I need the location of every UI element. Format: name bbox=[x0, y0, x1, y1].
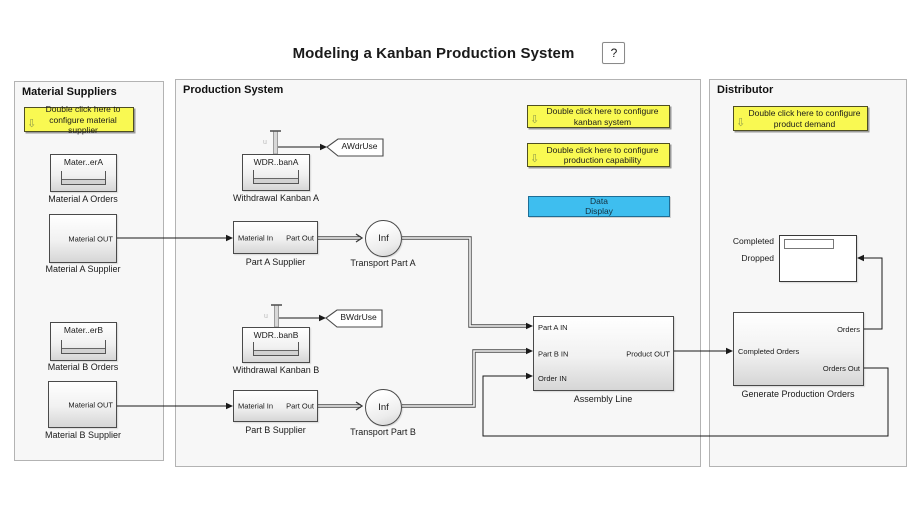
block-caption: Part B Supplier bbox=[245, 425, 306, 435]
port-material-in: Material In bbox=[238, 233, 274, 242]
block-caption: Material A Supplier bbox=[45, 264, 121, 274]
port-material-in: Material In bbox=[238, 401, 274, 411]
arrowhead bbox=[320, 143, 327, 151]
model-title-row: Modeling a Kanban Production System ? bbox=[0, 42, 918, 64]
block-withdrawal-kanban-b[interactable]: WDR..banB bbox=[242, 327, 310, 363]
queue-icon bbox=[253, 170, 299, 184]
block-data-display[interactable]: Data Display bbox=[528, 196, 670, 217]
block-title: Mater..erB bbox=[63, 325, 104, 335]
probe-port-label: u bbox=[263, 139, 267, 146]
block-caption: Withdrawal Kanban B bbox=[232, 365, 320, 375]
port-part-a-in: Part A IN bbox=[538, 323, 568, 332]
port-part-b-in: Part B IN bbox=[538, 349, 569, 358]
port-material-out: Material OUT bbox=[68, 234, 113, 243]
block-material-a-orders[interactable]: Mater..erA bbox=[50, 154, 117, 192]
block-caption: Withdrawal Kanban A bbox=[232, 193, 320, 203]
down-arrow-icon: ⇩ bbox=[530, 153, 540, 166]
port-orders-out: Orders Out bbox=[822, 364, 860, 373]
block-generate-production-orders[interactable]: Orders Completed Orders Orders Out bbox=[733, 312, 864, 386]
probe-port-label: u bbox=[264, 313, 268, 320]
panel-header: Material Suppliers bbox=[22, 86, 117, 98]
note-configure-material-supplier[interactable]: ⇩ Double click here to configure materia… bbox=[24, 104, 134, 135]
down-arrow-icon: ⇩ bbox=[27, 118, 37, 131]
page-title: Modeling a Kanban Production System bbox=[292, 44, 575, 62]
port-part-out: Part Out bbox=[286, 233, 314, 242]
goto-tag-bwdruse-shape bbox=[325, 309, 383, 328]
wire-ordersout-feedback bbox=[482, 367, 889, 437]
help-button[interactable]: ? bbox=[602, 42, 626, 64]
block-caption: Assembly Line bbox=[573, 394, 633, 404]
arrowhead bbox=[226, 402, 233, 410]
block-caption: Transport Part A bbox=[350, 258, 416, 268]
wire-orders-to-scope bbox=[864, 257, 883, 330]
arrowhead bbox=[526, 372, 533, 380]
queue-icon bbox=[253, 342, 299, 356]
data-display-line2: Display bbox=[585, 205, 613, 216]
block-caption: Material B Supplier bbox=[44, 430, 122, 440]
block-part-a-supplier[interactable]: Material In Part Out bbox=[233, 221, 318, 254]
queue-icon bbox=[61, 340, 106, 354]
block-material-a-supplier[interactable]: Material OUT bbox=[49, 214, 117, 263]
block-assembly-line[interactable]: Part A IN Part B IN Order IN Product OUT bbox=[533, 316, 674, 391]
arrowhead bbox=[526, 322, 533, 330]
block-caption: Generate Production Orders bbox=[741, 389, 855, 399]
note-configure-product-demand[interactable]: ⇩ Double click here to configure product… bbox=[733, 106, 868, 131]
goto-tag-awdruse[interactable]: AWdrUse bbox=[341, 141, 378, 151]
transport-capacity: Inf bbox=[378, 233, 389, 244]
entity-core bbox=[402, 237, 526, 327]
block-part-b-supplier[interactable]: Material In Part Out bbox=[233, 390, 318, 422]
entity-arrow-icon bbox=[355, 401, 364, 411]
port-order-in: Order IN bbox=[538, 374, 567, 383]
scope-signal-dropped: Dropped bbox=[741, 253, 774, 263]
block-title: WDR..banA bbox=[253, 157, 299, 167]
panel-header: Distributor bbox=[717, 84, 774, 96]
block-caption: Material A Orders bbox=[48, 194, 118, 204]
port-material-out: Material OUT bbox=[68, 400, 113, 409]
port-product-out: Product OUT bbox=[626, 349, 670, 358]
port-completed-orders: Completed Orders bbox=[738, 347, 800, 356]
block-transport-part-a[interactable]: Inf bbox=[365, 220, 402, 257]
block-material-b-orders[interactable]: Mater..erB bbox=[50, 322, 117, 361]
queue-icon bbox=[61, 171, 106, 185]
block-material-b-supplier[interactable]: Material OUT bbox=[48, 381, 117, 428]
transport-capacity: Inf bbox=[378, 402, 389, 413]
entity-transportB-to-assembly bbox=[402, 349, 526, 408]
arrowhead bbox=[319, 314, 326, 322]
block-caption: Part A Supplier bbox=[245, 257, 306, 267]
entity-transportA-to-assembly bbox=[402, 236, 526, 328]
arrowhead bbox=[726, 347, 733, 355]
block-title: WDR..banB bbox=[253, 330, 299, 340]
note-text: Double click here to configure kanban sy… bbox=[546, 106, 659, 127]
block-orders-scope[interactable] bbox=[779, 235, 857, 282]
block-title: Mater..erA bbox=[63, 157, 104, 167]
data-display-line1: Data bbox=[590, 195, 608, 206]
down-arrow-icon: ⇩ bbox=[736, 117, 746, 130]
entity-arrow-icon bbox=[355, 233, 364, 243]
arrowhead bbox=[526, 347, 533, 355]
note-text: Double click here to configure product d… bbox=[748, 108, 861, 129]
entity-core bbox=[402, 350, 526, 407]
block-transport-part-b[interactable]: Inf bbox=[365, 389, 402, 426]
note-text: Double click here to configure productio… bbox=[546, 144, 659, 165]
note-configure-kanban-system[interactable]: ⇩ Double click here to configure kanban … bbox=[527, 105, 670, 128]
panel-header: Production System bbox=[183, 84, 284, 96]
block-caption: Material B Orders bbox=[47, 362, 119, 372]
scope-signal-completed: Completed bbox=[732, 236, 774, 246]
block-withdrawal-kanban-a[interactable]: WDR..banA bbox=[242, 154, 310, 191]
down-arrow-icon: ⇩ bbox=[530, 114, 540, 127]
goto-tag-awdruse-shape bbox=[326, 138, 384, 157]
goto-tag-bwdruse[interactable]: BWdrUse bbox=[340, 312, 377, 322]
note-configure-production-capability[interactable]: ⇩ Double click here to configure product… bbox=[527, 143, 670, 167]
arrowhead bbox=[857, 254, 864, 262]
port-orders: Orders bbox=[837, 325, 860, 334]
block-caption: Transport Part B bbox=[350, 427, 416, 437]
arrowhead bbox=[226, 234, 233, 242]
port-part-out: Part Out bbox=[286, 401, 314, 411]
note-text: Double click here to configure material … bbox=[45, 104, 121, 135]
